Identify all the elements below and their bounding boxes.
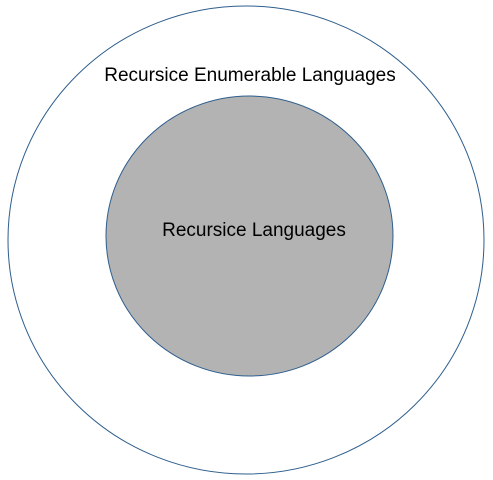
inner-set-circle [105,95,394,377]
outer-set-label: Recursice Enumerable Languages [104,65,396,86]
inner-set-label: Recursice Languages [162,220,346,241]
